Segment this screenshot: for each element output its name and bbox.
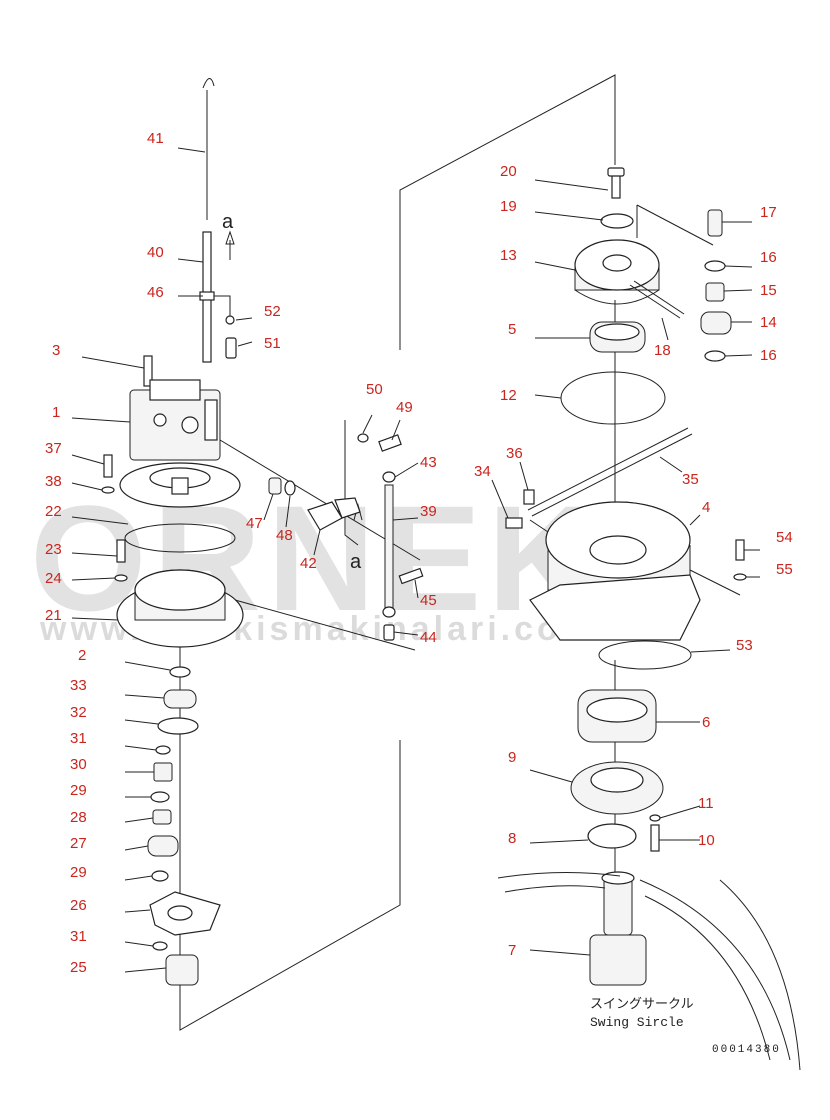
callout-7: 7 <box>508 942 516 959</box>
reference-mark-a-top: a <box>222 211 234 233</box>
callout-18: 18 <box>654 342 671 359</box>
callout-12: 12 <box>500 387 517 404</box>
callout-44: 44 <box>420 629 437 646</box>
callout-25: 25 <box>70 959 87 976</box>
callout-46: 46 <box>147 284 164 301</box>
callout-20: 20 <box>500 163 517 180</box>
callout-16: 16 <box>760 249 777 266</box>
callout-2: 2 <box>78 647 86 664</box>
callout-41: 41 <box>147 130 164 147</box>
callout-33: 33 <box>70 677 87 694</box>
callout-39: 39 <box>420 503 437 520</box>
callout-54: 54 <box>776 529 793 546</box>
callout-15: 15 <box>760 282 777 299</box>
callout-49: 49 <box>396 399 413 416</box>
callout-45: 45 <box>420 592 437 609</box>
callout-51: 51 <box>264 335 281 352</box>
callout-30: 30 <box>70 756 87 773</box>
callout-43: 43 <box>420 454 437 471</box>
callout-9: 9 <box>508 749 516 766</box>
caption-english: Swing Sircle <box>590 1015 684 1030</box>
callout-4: 4 <box>702 499 710 516</box>
callout-10: 10 <box>698 832 715 849</box>
callout-37: 37 <box>45 440 62 457</box>
callout-35: 35 <box>682 471 699 488</box>
callout-23: 23 <box>45 541 62 558</box>
callout-53: 53 <box>736 637 753 654</box>
callout-16b: 16 <box>760 347 777 364</box>
callout-34: 34 <box>474 463 491 480</box>
callout-36: 36 <box>506 445 523 462</box>
pipe-and-fittings-assembly <box>219 414 424 651</box>
callout-1: 1 <box>52 404 60 421</box>
drawing-code: 00014380 <box>712 1044 781 1056</box>
callout-22: 22 <box>45 503 62 520</box>
callout-42: 42 <box>300 555 317 572</box>
callout-50: 50 <box>366 381 383 398</box>
callout-40: 40 <box>147 244 164 261</box>
callout-6: 6 <box>702 714 710 731</box>
callout-17: 17 <box>760 204 777 221</box>
callout-14: 14 <box>760 314 777 331</box>
callout-numbers: 41 40 46 52 51 3 1 37 38 22 23 24 21 2 3… <box>45 130 793 976</box>
callout-26: 26 <box>70 897 87 914</box>
hydraulic-motor-assembly <box>71 78 253 986</box>
swing-machinery-assembly <box>491 167 801 1071</box>
callout-21: 21 <box>45 607 62 624</box>
callout-29b: 29 <box>70 864 87 881</box>
caption-japanese: スイングサークル <box>590 997 694 1012</box>
callout-32: 32 <box>70 704 87 721</box>
reference-mark-a-mid: a <box>350 551 362 573</box>
callout-13: 13 <box>500 247 517 264</box>
callout-8: 8 <box>508 830 516 847</box>
callout-47: 47 <box>246 515 263 532</box>
callout-31b: 31 <box>70 928 87 945</box>
callout-27: 27 <box>70 835 87 852</box>
callout-31: 31 <box>70 730 87 747</box>
callout-28: 28 <box>70 809 87 826</box>
callout-52: 52 <box>264 303 281 320</box>
callout-55: 55 <box>776 561 793 578</box>
callout-48: 48 <box>276 527 293 544</box>
callout-3: 3 <box>52 342 60 359</box>
callout-11: 11 <box>698 795 714 812</box>
callout-24: 24 <box>45 570 62 587</box>
callout-38: 38 <box>45 473 62 490</box>
callout-5: 5 <box>508 321 516 338</box>
callout-19: 19 <box>500 198 517 215</box>
callout-29: 29 <box>70 782 87 799</box>
